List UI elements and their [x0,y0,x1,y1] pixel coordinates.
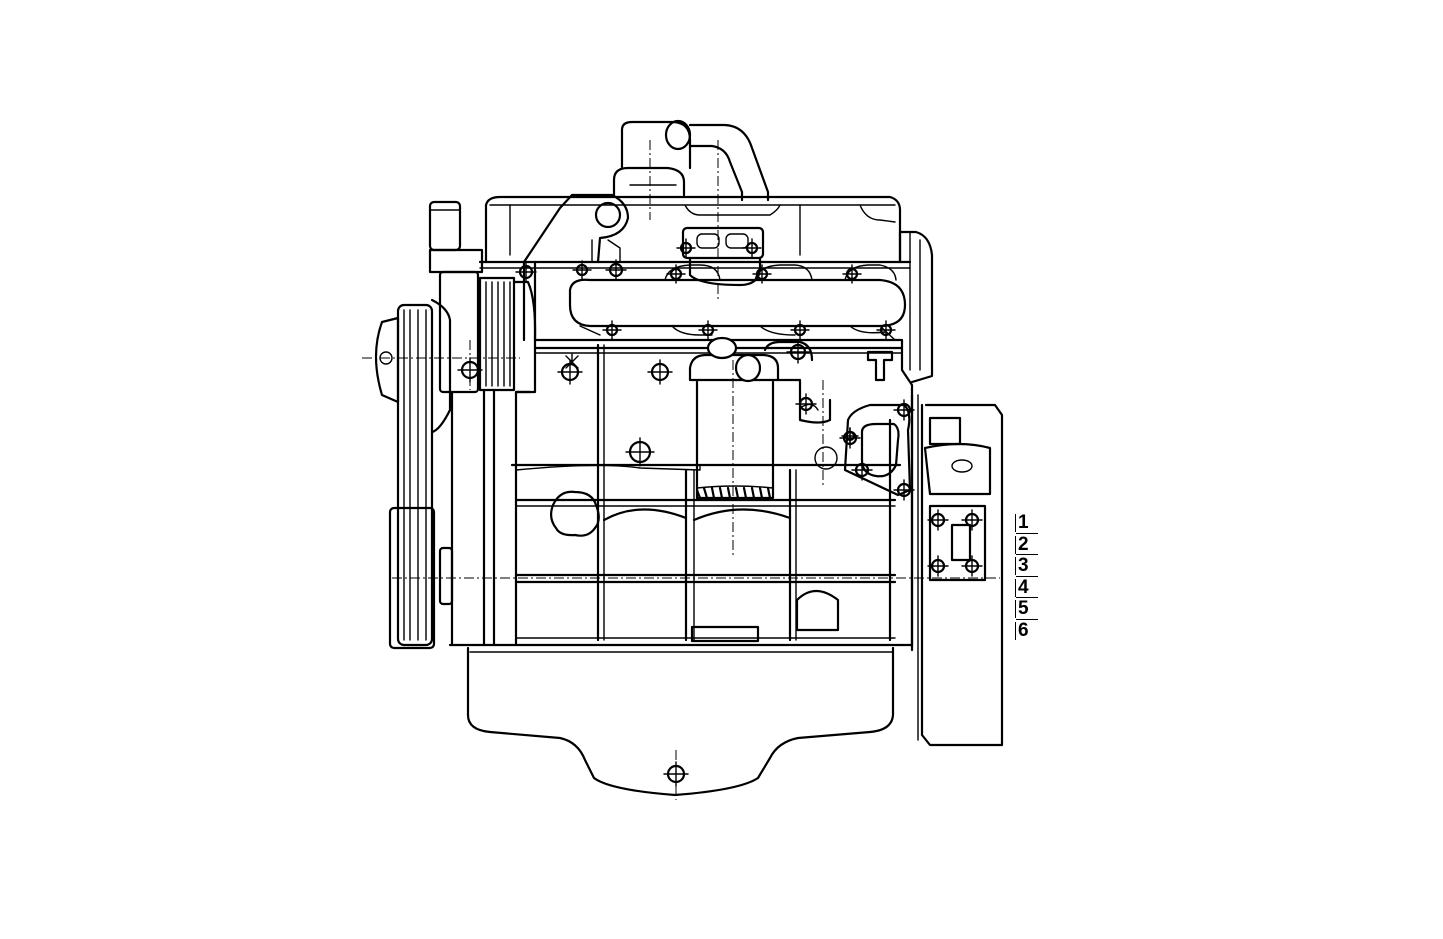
engine-block [448,338,914,647]
bolt-marker-icon [786,340,810,364]
bolt-marker-icon [572,260,592,280]
scale-mark-6: 6 [1014,620,1038,642]
bolt-marker-icon [605,259,627,281]
bolt-marker-icon [927,509,949,531]
bolt-marker-icon [698,320,718,340]
bolt-marker-icon [790,320,810,340]
bolt-marker-icon [961,555,983,577]
bolt-marker-icon [842,264,862,284]
bolt-marker-icon [927,555,949,577]
dipstick [866,350,894,382]
bolt-marker-icon [752,264,772,284]
scale-mark-4: 4 [1014,577,1038,599]
bolt-marker-icon [961,509,983,531]
exhaust-manifold [568,264,907,341]
bolt-marker-icon [625,437,655,467]
intake-elbow [612,119,770,202]
bolt-marker-icon [663,761,689,787]
bolt-marker-icon [795,393,817,415]
scale-mark-3: 3 [1014,555,1038,577]
oil-filter [688,336,832,500]
bolt-marker-icon [851,459,873,481]
bolt-marker-icon [876,320,896,340]
bolt-marker-icon [557,359,583,385]
bolt-marker-icon [666,264,686,284]
bolt-marker-icon [893,479,915,501]
bolt-marker-icon [457,357,483,383]
oil-pan [466,646,895,797]
scale-mark-2: 2 [1014,534,1038,556]
bolt-marker-icon [893,399,915,421]
bolt-markers [457,238,983,787]
water-pump [428,200,537,647]
pulley-assembly [374,298,454,650]
bolt-marker-icon [602,320,622,340]
bolt-marker-icon [676,238,696,258]
bolt-marker-icon [841,427,859,445]
bolt-marker-icon [515,261,537,283]
bolt-marker-icon [742,238,762,258]
cylinder-head [478,195,912,269]
exhaust-flange [681,226,765,287]
flywheel-housing [898,230,1004,747]
scale-mark-5: 5 [1014,598,1038,620]
scale-mark-1: 1 [1014,512,1038,534]
bolt-marker-icon [647,359,673,385]
